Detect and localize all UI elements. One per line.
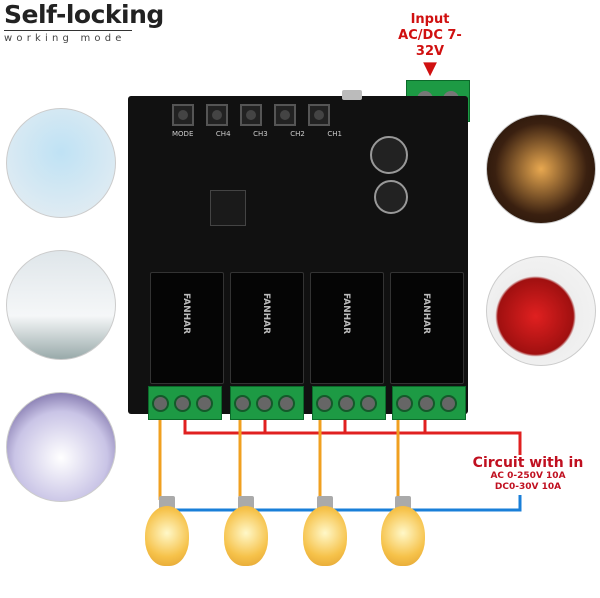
output-terminal <box>312 386 386 420</box>
light-bulb <box>303 506 347 566</box>
circuit-ac-rating: AC 0-250V 10A <box>490 471 566 481</box>
light-bulb <box>145 506 189 566</box>
mode-button[interactable] <box>172 104 194 126</box>
neutral-wire <box>175 495 522 512</box>
relay-brand: FANHAR <box>261 293 271 335</box>
circuit-label: Circuit with in AC 0-250V 10A DC0-30V 10… <box>463 455 593 493</box>
water-heater-image <box>6 250 116 360</box>
output-terminal <box>392 386 466 420</box>
ch3-button[interactable] <box>240 104 262 126</box>
chip <box>210 190 246 226</box>
circuit-title: Circuit with in <box>472 455 584 471</box>
usb-port <box>342 90 362 100</box>
input-label: Input AC/DC 7-32V ▼ <box>385 12 475 78</box>
humidifier-image <box>6 392 116 502</box>
button-label: CH2 <box>290 130 305 138</box>
output-terminal <box>230 386 304 420</box>
title-divider <box>4 30 132 31</box>
arrow-down-icon: ▼ <box>423 58 437 79</box>
ch1-button[interactable] <box>308 104 330 126</box>
capacitor <box>374 180 408 214</box>
water-dispenser-image <box>6 108 116 218</box>
button-label: CH1 <box>327 130 342 138</box>
live-wire <box>183 420 522 455</box>
pendant-lamps-image <box>486 114 596 224</box>
relay: FANHAR <box>310 272 384 384</box>
circuit-dc-rating: DC0-30V 10A <box>494 482 562 492</box>
button-label: CH3 <box>253 130 268 138</box>
ch2-button[interactable] <box>274 104 296 126</box>
button-labels: MODE CH4 CH3 CH2 CH1 <box>172 130 342 138</box>
relay-brand: FANHAR <box>181 293 191 335</box>
ch4-button[interactable] <box>206 104 228 126</box>
relay-brand: FANHAR <box>341 293 351 335</box>
button-label: CH4 <box>215 130 231 138</box>
output-terminal <box>148 386 222 420</box>
relay: FANHAR <box>150 272 224 384</box>
capacitor <box>370 136 408 174</box>
light-bulb <box>224 506 268 566</box>
input-label-line2: AC/DC 7-32V <box>398 28 462 59</box>
button-label: MODE <box>172 130 194 138</box>
relay: FANHAR <box>390 272 464 384</box>
relay: FANHAR <box>230 272 304 384</box>
relay-brand: FANHAR <box>421 293 431 335</box>
electric-kettle-image <box>486 256 596 366</box>
light-bulb <box>381 506 425 566</box>
page-title: Self-locking <box>4 0 164 29</box>
page-subtitle: working mode <box>4 33 126 44</box>
input-label-line1: Input <box>410 12 450 27</box>
